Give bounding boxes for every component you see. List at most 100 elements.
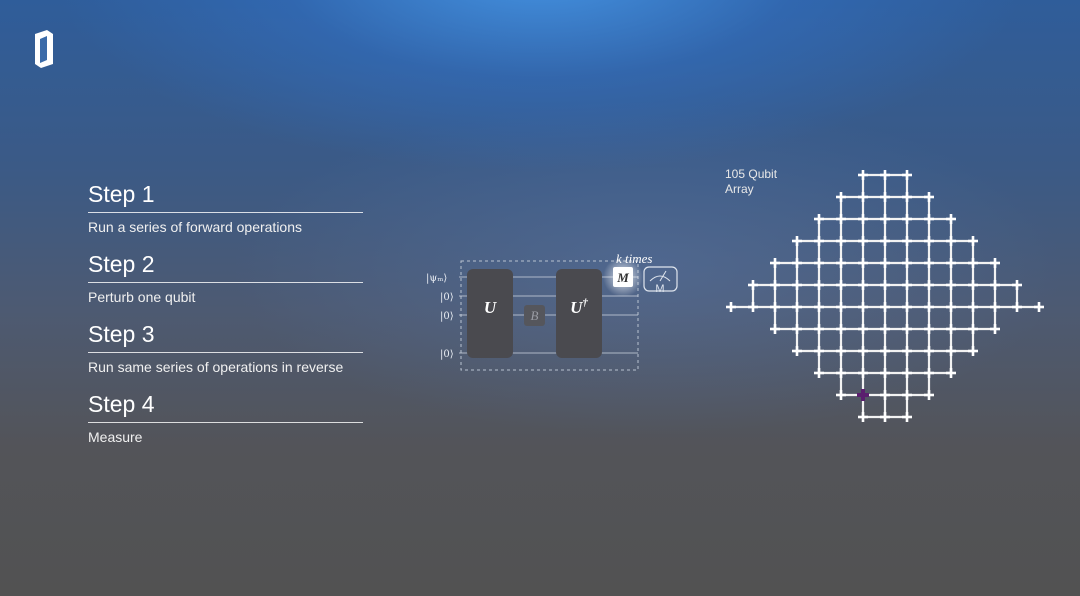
qubit-node xyxy=(880,302,890,312)
qubit-node xyxy=(814,214,824,224)
qubit-node xyxy=(836,390,846,400)
qubit-node xyxy=(924,280,934,290)
qubit-node xyxy=(902,236,912,246)
qubit-node xyxy=(836,324,846,334)
step-title: Step 4 xyxy=(88,390,363,423)
qubit-node xyxy=(814,302,824,312)
steps-list: Step 1 Run a series of forward operation… xyxy=(88,180,363,460)
qubit-node xyxy=(858,412,868,422)
qubit-node xyxy=(880,368,890,378)
meter-label: M xyxy=(655,283,664,295)
qubit-node xyxy=(946,258,956,268)
qubit-node xyxy=(858,346,868,356)
qubit-node xyxy=(880,170,890,180)
gate-u-dagger-label: U† xyxy=(570,297,588,317)
qubit-node xyxy=(814,324,824,334)
step-2: Step 2 Perturb one qubit xyxy=(88,250,363,306)
qubit-node xyxy=(748,280,758,290)
perturbed-qubit xyxy=(857,389,869,401)
gate-m xyxy=(613,267,633,287)
step-description: Measure xyxy=(88,429,143,445)
step-title: Step 3 xyxy=(88,320,363,353)
qubit-node xyxy=(946,324,956,334)
coupler-lines xyxy=(731,173,1039,419)
qubit-node xyxy=(814,346,824,356)
qubit-node xyxy=(836,258,846,268)
qubit-node xyxy=(858,258,868,268)
qubit-node xyxy=(858,214,868,224)
qubit-node xyxy=(792,302,802,312)
qubit-node xyxy=(902,302,912,312)
qubit-input-label: |0⟩ xyxy=(440,292,454,303)
qubit-node xyxy=(858,170,868,180)
qubit-node xyxy=(902,324,912,334)
qubit-node xyxy=(836,346,846,356)
qubit-node xyxy=(770,302,780,312)
qubit-node xyxy=(902,192,912,202)
qubit-node xyxy=(968,346,978,356)
qubit-node xyxy=(880,258,890,268)
qubit-array-diagram xyxy=(726,170,1044,422)
qubit-node xyxy=(902,280,912,290)
qubit-node xyxy=(748,302,758,312)
step-description: Run same series of operations in reverse xyxy=(88,359,344,375)
qubit-node xyxy=(946,302,956,312)
qubit-node xyxy=(924,258,934,268)
qubit-node xyxy=(858,302,868,312)
qubit-node xyxy=(770,258,780,268)
qubit-node xyxy=(1034,302,1044,312)
qubit-node xyxy=(968,236,978,246)
quantum-circuit-diagram: k times |ψₘ⟩ |0⟩ |0⟩ |0⟩ U B U† M M xyxy=(426,251,678,371)
qubit-node xyxy=(836,368,846,378)
qubit-node xyxy=(946,214,956,224)
qubit-node xyxy=(946,236,956,246)
qubit-node xyxy=(924,324,934,334)
qubit-node xyxy=(858,280,868,290)
qubit-node xyxy=(990,258,1000,268)
qubit-node xyxy=(858,368,868,378)
qubit-node xyxy=(1012,302,1022,312)
qubit-node xyxy=(968,258,978,268)
qubit-node xyxy=(990,302,1000,312)
qubit-nodes xyxy=(726,170,1044,422)
step-description: Run a series of forward operations xyxy=(88,219,302,235)
qubit-node xyxy=(924,390,934,400)
array-label: 105 Qubit Array xyxy=(725,167,777,197)
qubit-node xyxy=(880,346,890,356)
qubit-node xyxy=(792,346,802,356)
step-4: Step 4 Measure xyxy=(88,390,363,446)
gate-m-label: M xyxy=(616,270,629,285)
qubit-node xyxy=(924,214,934,224)
qubit-node xyxy=(902,258,912,268)
qubit-node xyxy=(726,302,736,312)
qubit-node xyxy=(990,324,1000,334)
gate-u-dagger xyxy=(556,269,602,358)
qubit-node xyxy=(924,368,934,378)
qubit-node xyxy=(858,192,868,202)
qubit-node xyxy=(836,192,846,202)
logo-icon xyxy=(35,30,53,68)
step-title: Step 1 xyxy=(88,180,363,213)
repeat-region-box xyxy=(460,260,639,371)
qubit-node xyxy=(770,324,780,334)
gate-u-dagger-letter: U xyxy=(570,298,583,317)
qubit-node xyxy=(990,280,1000,290)
qubit-node xyxy=(946,368,956,378)
qubit-node xyxy=(902,346,912,356)
qubit-node xyxy=(858,324,868,334)
qubit-node xyxy=(902,390,912,400)
qubit-node xyxy=(880,214,890,224)
step-title: Step 2 xyxy=(88,250,363,283)
qubit-node xyxy=(880,324,890,334)
qubit-node xyxy=(968,280,978,290)
qubit-node xyxy=(836,302,846,312)
qubit-node xyxy=(880,412,890,422)
qubit-node xyxy=(924,192,934,202)
gate-u xyxy=(467,269,513,358)
qubit-node xyxy=(814,280,824,290)
qubit-node xyxy=(946,346,956,356)
gate-b xyxy=(524,305,545,326)
qubit-node xyxy=(858,236,868,246)
qubit-node xyxy=(792,236,802,246)
qubit-node xyxy=(836,280,846,290)
